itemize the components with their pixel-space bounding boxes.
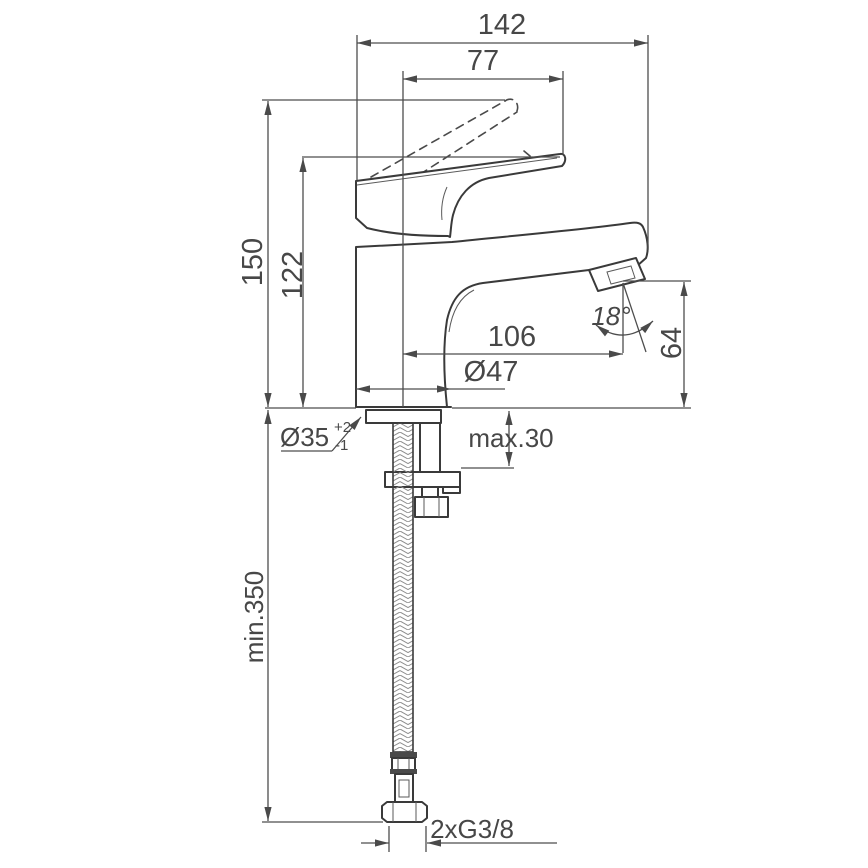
leader-35-arrow: [331, 416, 362, 452]
g38-fitting: [381, 752, 428, 823]
dimension-labels: 142 77 150 122 106 Ø47 64 18° Ø35 +2 -1 …: [237, 9, 688, 844]
dim-122-label: 122: [277, 251, 309, 299]
angle-arc-18: [595, 320, 654, 337]
dim-g38-label: 2xG3/8: [430, 814, 514, 844]
dim-18deg-label: 18°: [591, 301, 630, 331]
supply-hose: [392, 422, 414, 753]
dim-142-label: 142: [478, 9, 526, 41]
dim-35-tolerance-minus: -1: [335, 437, 348, 454]
dim-min350-label: min.350: [239, 571, 269, 664]
base-flange: [365, 409, 442, 424]
handle-neck-highlight: [441, 186, 448, 221]
stud-segment: [421, 486, 439, 498]
angle-reference-line: [622, 282, 647, 353]
mounting-stud: [419, 422, 441, 473]
spout-body-outline: [355, 221, 649, 408]
dim-35-tolerance-plus: +2: [334, 419, 351, 436]
dim-150-label: 150: [237, 238, 269, 286]
aerator-face: [606, 265, 636, 285]
dim-max30-label: max.30: [468, 423, 553, 453]
dimension-lines: [264, 39, 688, 847]
washer-tab: [442, 486, 461, 494]
dim-77-label: 77: [467, 45, 499, 77]
dim-47-label: Ø47: [464, 356, 519, 388]
g38-nut: [381, 801, 428, 823]
faucet-body-group: [355, 98, 649, 823]
dim-106-label: 106: [488, 321, 536, 353]
dim-35-label: Ø35: [280, 422, 329, 452]
spout-underside-highlight: [448, 289, 475, 333]
handle-top-edge-line: [356, 157, 558, 186]
dim-64-label: 64: [656, 327, 688, 359]
handle-lever-outline: [355, 152, 567, 238]
mounting-nut: [414, 496, 449, 518]
